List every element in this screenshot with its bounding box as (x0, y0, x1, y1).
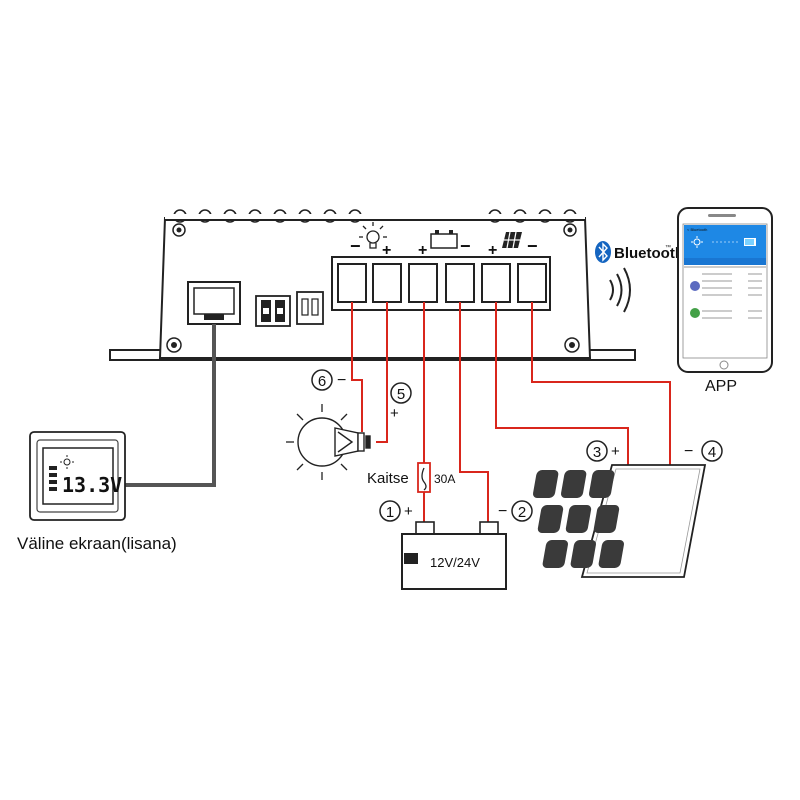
battery-neg-symbol: − (460, 236, 471, 256)
display-cable (125, 324, 216, 487)
solar-cell (565, 505, 592, 533)
marker-1: 1 + (379, 500, 413, 522)
fuse-label: Kaitse (367, 470, 409, 487)
app-pv-icon (690, 281, 700, 291)
solar-cells (532, 470, 624, 568)
battery-voltage-label: 12V/24V (430, 555, 480, 570)
load-bulb-icon (359, 222, 387, 249)
marker-2: − 2 (498, 500, 533, 522)
bluetooth-label: Bluetooth (614, 245, 684, 262)
bluetooth-trademark: ™ (665, 244, 671, 251)
solar-cell (598, 540, 624, 568)
battery-neg-wire (459, 302, 489, 522)
display-battery-bars-icon (49, 466, 57, 491)
solar-charge-controller: − + + − + − (109, 209, 636, 361)
terminal-pv-neg (517, 263, 547, 303)
solar-panel (532, 464, 707, 578)
marker-3: 3 + (586, 440, 620, 462)
temperature-port (296, 291, 324, 325)
external-display: 13.3V (29, 431, 126, 521)
svg-text:2: 2 (518, 504, 526, 521)
solar-cell (560, 470, 587, 498)
external-display-caption: Väline ekraan(lisana) (17, 534, 177, 553)
solar-cell (542, 540, 568, 568)
pv-pos-symbol: + (488, 242, 497, 259)
svg-text:−: − (684, 443, 693, 460)
load-pos-wire (376, 302, 388, 443)
solar-cell (537, 505, 564, 533)
svg-text:4: 4 (708, 444, 716, 461)
smartphone: < Bluetooth (677, 207, 773, 373)
svg-text:1: 1 (386, 504, 394, 521)
wireless-signal-icon (609, 267, 631, 313)
svg-text:3: 3 (593, 444, 601, 461)
load-light-bulb-icon (286, 404, 371, 480)
battery-small-icon (430, 230, 458, 249)
solar-cell (570, 540, 596, 568)
load-pos-symbol: + (382, 242, 391, 259)
marker-6: 6 − (311, 369, 346, 391)
terminal-load-neg (337, 263, 367, 303)
app-label: APP (705, 378, 737, 395)
terminal-load-pos (372, 263, 402, 303)
solar-cell (588, 470, 615, 498)
app-screen-header: < Bluetooth (687, 227, 707, 232)
display-voltage-reading: 13.3V (62, 473, 122, 497)
pv-neg-symbol: − (527, 236, 538, 256)
svg-text:+: + (404, 503, 413, 520)
battery: 12V/24V (401, 521, 507, 590)
rj45-display-port (187, 281, 241, 325)
display-sun-icon (60, 455, 74, 469)
usb-ports (255, 295, 291, 327)
fuse-rating: 30A (434, 472, 455, 486)
terminal-battery-neg (445, 263, 475, 303)
terminal-battery-pos (408, 263, 438, 303)
pv-pos-wire (495, 302, 629, 475)
solar-cell (593, 505, 620, 533)
svg-text:−: − (337, 372, 346, 389)
solar-cell (532, 470, 559, 498)
svg-text:−: − (498, 503, 507, 520)
svg-text:5: 5 (397, 386, 405, 403)
bluetooth-logo: Bluetooth ™ (595, 241, 684, 263)
fuse: Kaitse 30A (367, 462, 455, 493)
battery-pos-symbol: + (418, 242, 427, 259)
load-neg-wire (351, 302, 363, 432)
terminal-block (331, 256, 551, 311)
marker-4: − 4 (684, 440, 723, 462)
load-neg-symbol: − (350, 236, 361, 256)
wires (125, 302, 671, 522)
svg-text:+: + (390, 405, 399, 422)
app-load-icon (690, 308, 700, 318)
svg-text:+: + (611, 443, 620, 460)
app-sun-icon (691, 236, 703, 248)
solar-panel-small-icon (502, 231, 522, 249)
pv-neg-wire (531, 302, 671, 472)
svg-text:6: 6 (318, 373, 326, 390)
terminal-pv-pos (481, 263, 511, 303)
marker-5: 5 + (390, 382, 412, 422)
